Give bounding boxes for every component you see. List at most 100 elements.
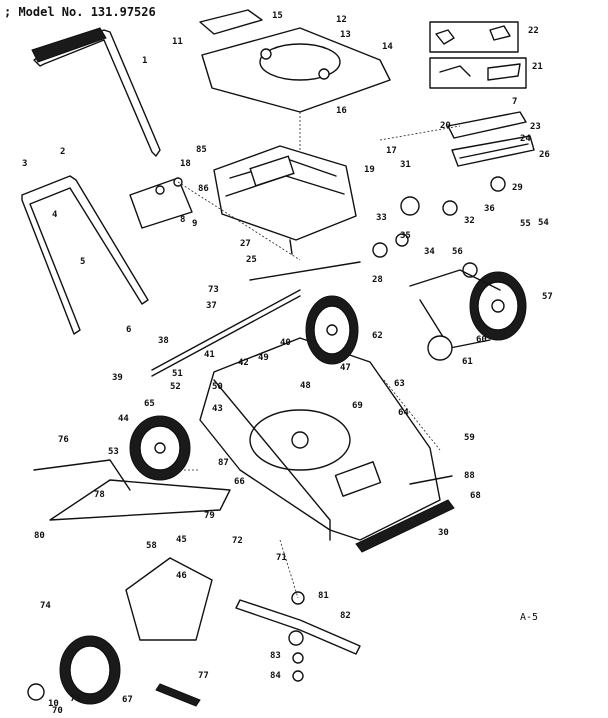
callout-27: 27 [240,239,251,249]
callout-10: 10 [48,699,59,709]
mower-deck [199,337,441,541]
callout-74: 74 [40,601,51,611]
callout-80: 80 [34,531,45,541]
callout-42: 42 [238,358,249,368]
callout-40: 40 [280,338,291,348]
callout-labels: 1 2 3 4 5 6 7 8 9 10 11 12 13 14 15 16 1… [22,11,553,716]
mower-blade [235,591,361,682]
callout-52: 52 [170,382,181,392]
callout-20: 20 [440,121,451,131]
callout-30: 30 [438,528,449,538]
handle-upper [31,27,161,157]
rear-flap [33,459,455,553]
callout-54: 54 [538,218,549,228]
callout-50: 50 [212,382,223,392]
callout-55: 55 [520,219,531,229]
callout-48: 48 [300,381,311,391]
leader-lines [160,112,461,599]
callout-6: 6 [126,325,131,335]
rear-wheel-left [305,295,359,365]
callout-66: 66 [234,477,245,487]
callout-56: 56 [452,247,463,257]
callout-85: 85 [196,145,207,155]
callout-43: 43 [212,404,223,414]
callout-28: 28 [372,275,383,285]
drive-axle [151,261,361,377]
callout-39: 39 [112,373,123,383]
callout-60: 60 [476,335,487,345]
callout-38: 38 [158,336,169,346]
callout-82: 82 [340,611,351,621]
callout-31: 31 [400,160,411,170]
callout-13: 13 [340,30,351,40]
callout-81: 81 [318,591,329,601]
callout-18: 18 [180,159,191,169]
callout-78: 78 [94,490,105,500]
callout-79: 79 [204,511,215,521]
callout-12: 12 [336,15,347,25]
callout-9: 9 [192,219,197,229]
callout-2: 2 [60,147,65,157]
callout-87: 87 [218,458,229,468]
handle-lower [21,175,149,335]
callout-26: 26 [539,150,550,160]
engine-shroud [201,27,391,113]
callout-84: 84 [270,671,281,681]
callout-22: 22 [528,26,539,36]
callout-63: 63 [394,379,405,389]
callout-19: 19 [364,165,375,175]
page-identifier: A-5 [520,612,538,623]
callout-57: 57 [542,292,553,302]
callout-45: 45 [176,535,187,545]
callout-24: 24 [520,134,531,144]
callout-7: 7 [512,97,517,107]
callout-32: 32 [464,216,475,226]
callout-77: 77 [198,671,209,681]
callout-83: 83 [270,651,281,661]
drive-belt [409,269,501,361]
callout-69: 69 [352,401,363,411]
callout-73: 73 [208,285,219,295]
rear-wheel-right [469,271,527,341]
callout-53: 53 [108,447,119,457]
callout-5: 5 [80,257,85,267]
callout-8: 8 [180,215,185,225]
callout-3: 3 [22,159,27,169]
callout-47: 47 [340,363,351,373]
callout-59: 59 [464,433,475,443]
callout-11: 11 [172,37,183,47]
callout-36: 36 [484,204,495,214]
callout-75: 75 [70,694,81,704]
callout-58: 58 [146,541,157,551]
callout-37: 37 [206,301,217,311]
callout-1: 1 [142,56,147,66]
callout-49: 49 [258,353,269,363]
engine [213,145,357,255]
callout-34: 34 [424,247,435,257]
callout-88: 88 [464,471,475,481]
callout-33: 33 [376,213,387,223]
callout-68: 68 [470,491,481,501]
callout-65: 65 [144,399,155,409]
callout-21: 21 [532,62,543,72]
front-wheel-assembly [129,415,191,481]
callout-15: 15 [272,11,283,21]
callout-14: 14 [382,42,393,52]
drive-gear-assembly [372,176,506,278]
callout-44: 44 [118,414,129,424]
callout-51: 51 [172,369,183,379]
model-number-header: ; Model No. 131.97526 [4,5,156,19]
callout-4: 4 [52,210,58,220]
lower-drive-assembly [27,557,213,705]
chain [155,683,201,707]
callout-72: 72 [232,536,243,546]
rear-baffle [447,111,535,167]
callout-23: 23 [530,122,541,132]
callout-29: 29 [512,183,523,193]
callout-46: 46 [176,571,187,581]
callout-41: 41 [204,350,215,360]
callout-67: 67 [122,695,133,705]
callout-61: 61 [462,357,473,367]
callout-70: 70 [52,706,63,716]
